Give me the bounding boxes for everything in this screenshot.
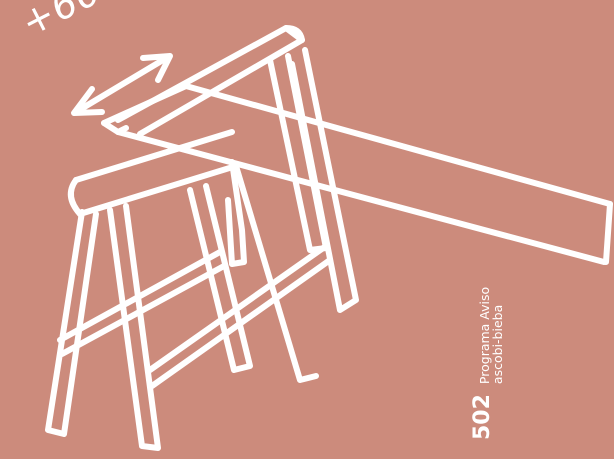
credit-number: 502 <box>470 394 495 440</box>
credit-line-2: ascobi-bieba <box>491 287 504 384</box>
credit-lines: Programa Aviso ascobi-bieba <box>478 287 504 384</box>
credit-block: 502 Programa Aviso ascobi-bieba <box>470 180 504 440</box>
double-arrow-icon <box>74 56 170 113</box>
